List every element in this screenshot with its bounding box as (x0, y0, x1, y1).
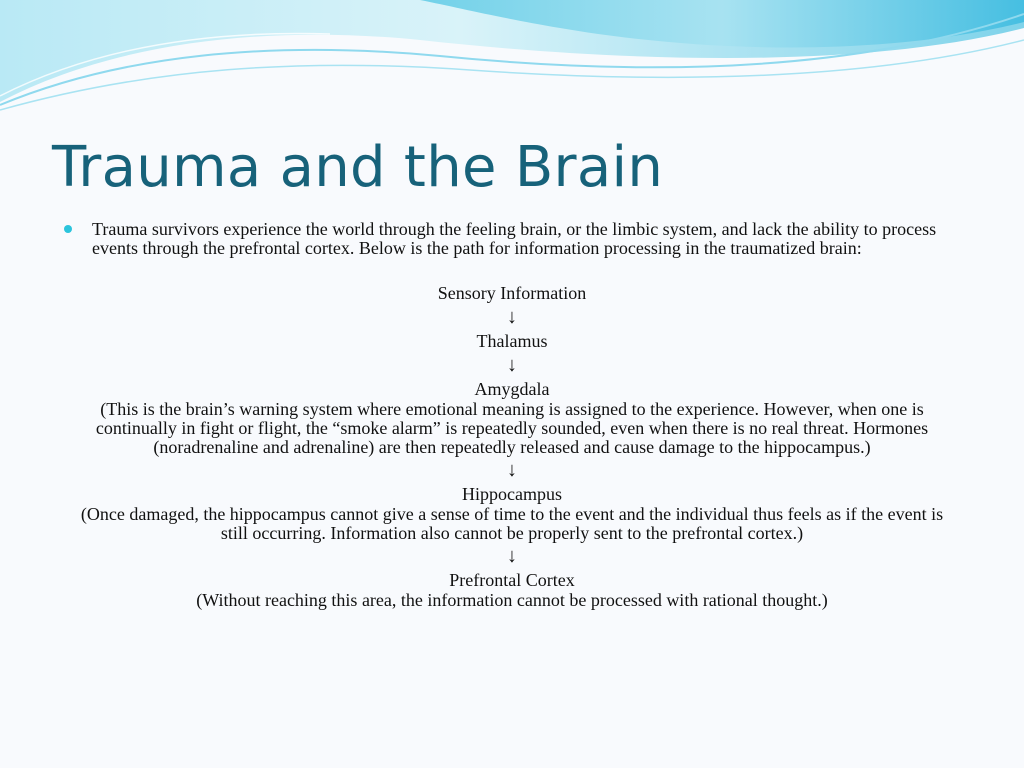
flow-stage-label: Amygdala (474, 379, 550, 399)
flow-stage-label: Sensory Information (437, 283, 587, 303)
flow-stage-label: Hippocampus (462, 484, 562, 504)
header-wave-decoration (0, 0, 1024, 111)
bullet-dot-icon (64, 225, 72, 233)
flow-stage-note: (Without reaching this area, the informa… (196, 590, 828, 610)
down-arrow-icon: ↓ (507, 354, 517, 376)
intro-paragraph: Trauma survivors experience the world th… (92, 219, 937, 258)
flow-stage-label: Thalamus (476, 331, 548, 351)
down-arrow-icon: ↓ (507, 545, 517, 567)
down-arrow-icon: ↓ (507, 459, 517, 481)
slide-title: Trauma and the Brain (52, 135, 664, 200)
flow-stage-label: Prefrontal Cortex (449, 570, 575, 590)
processing-flow: Sensory Information ↓ Thalamus ↓ Amygdala(Th… (60, 282, 964, 610)
flow-stage-note: (This is the brain’s warning system wher… (95, 399, 929, 457)
down-arrow-icon: ↓ (507, 306, 517, 328)
flow-stage-note: (Once damaged, the hippocampus cannot gi… (80, 504, 944, 543)
